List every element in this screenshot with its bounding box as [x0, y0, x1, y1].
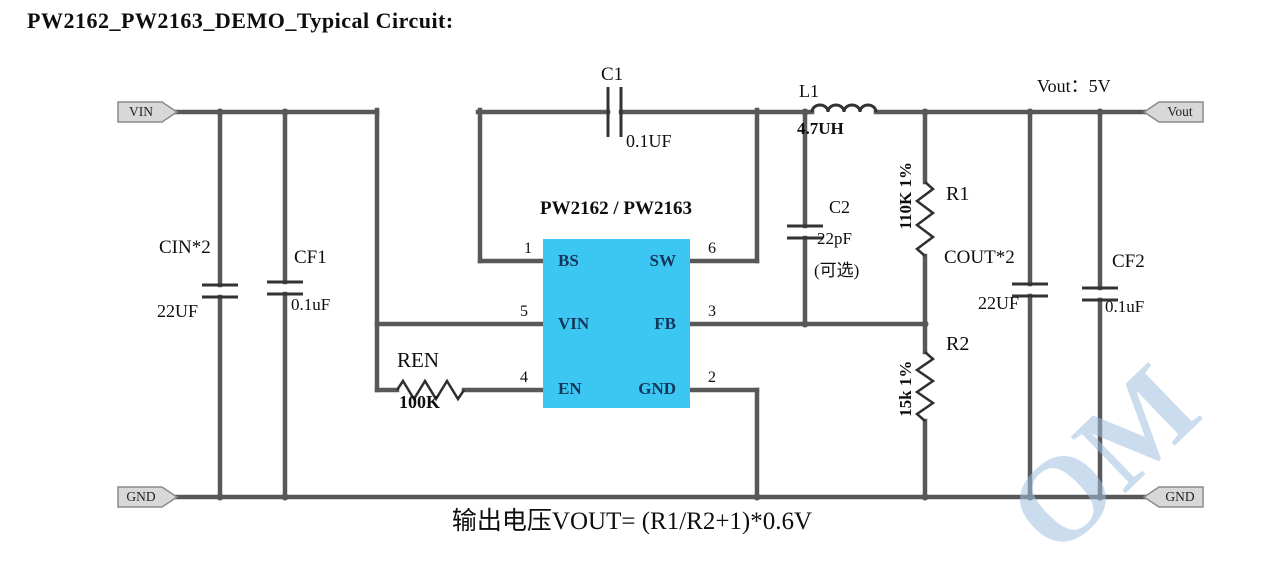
- c2-value: 22pF: [817, 229, 852, 248]
- resistor-r2-symbol: [914, 351, 936, 422]
- junction-dots: [216, 108, 1104, 501]
- port-label-vin: VIN: [129, 104, 153, 119]
- l1-ref: L1: [799, 81, 819, 101]
- ic-pin-number-1: 1: [524, 240, 532, 257]
- cout-value: 22UF: [978, 293, 1020, 313]
- cf2-ref: CF2: [1112, 251, 1145, 272]
- port-flag-gnd-right: [1142, 486, 1204, 508]
- r2-value: 15k 1%: [896, 360, 916, 417]
- wire-vin-net: [171, 107, 546, 393]
- ic-pin-number-3: 3: [708, 303, 716, 320]
- ic-pin-label-gnd: GND: [638, 379, 676, 398]
- r1-value: 110K 1%: [896, 162, 916, 230]
- wire-sw-net: [618, 107, 815, 264]
- cf1-value: 0.1uF: [291, 295, 331, 314]
- capacitor-cf2-symbol: [1082, 286, 1118, 302]
- inductor-l1-symbol: [810, 103, 878, 113]
- cout-ref: COUT*2: [944, 247, 1015, 268]
- ic-pin-label-en: EN: [558, 379, 582, 398]
- wire-bs-net: [475, 107, 611, 264]
- cin-value: 22UF: [157, 301, 199, 321]
- ic-body: [543, 239, 690, 408]
- ic-pin-label-sw: SW: [649, 251, 676, 270]
- cin-ref: CIN*2: [159, 237, 211, 258]
- cf2-value: 0.1uF: [1105, 297, 1145, 316]
- ren-ref: REN: [397, 348, 439, 372]
- port-flag-vin: [117, 101, 179, 123]
- ic-pin-label-fb: FB: [654, 314, 676, 333]
- c1-ref: C1: [601, 64, 624, 85]
- c2-ref: C2: [829, 197, 851, 217]
- ren-value: 100K: [399, 392, 441, 412]
- port-label-gnd-left: GND: [126, 489, 156, 504]
- ic-pin-number-2: 2: [708, 369, 716, 386]
- c1-value: 0.1UF: [626, 131, 672, 151]
- page-title: PW2162_PW2163_DEMO_Typical Circuit:: [27, 8, 454, 33]
- r1-ref: R1: [946, 183, 970, 205]
- ic-pin-number-6: 6: [708, 240, 716, 257]
- cf1-ref: CF1: [294, 247, 327, 268]
- r2-ref: R2: [946, 333, 970, 355]
- capacitor-cout-symbol: [1012, 282, 1048, 298]
- wire-gnd-net: [171, 387, 1151, 500]
- capacitor-cf1-symbol: [267, 280, 303, 296]
- output-formula: 输出电压VOUT= (R1/R2+1)*0.6V: [451, 508, 813, 535]
- l1-value: 4.7UH: [797, 119, 844, 138]
- ic-pin-label-vin: VIN: [558, 314, 590, 333]
- port-flag-gnd-left: [117, 486, 179, 508]
- ic-pin-number-5: 5: [520, 303, 528, 320]
- vout-spec: Vout：5V: [1037, 76, 1111, 96]
- port-flag-vout: [1142, 101, 1204, 123]
- resistor-r1-symbol: [914, 181, 936, 257]
- capacitor-c1-symbol: [606, 87, 623, 137]
- ic-name: PW2162 / PW2163: [540, 198, 692, 219]
- ic-pin-number-4: 4: [520, 369, 528, 386]
- capacitor-cin-symbol: [202, 283, 238, 299]
- port-label-vout: Vout: [1167, 104, 1193, 119]
- port-label-gnd-right: GND: [1165, 489, 1195, 504]
- c2-note: (可选): [814, 261, 860, 280]
- ic-pin-label-bs: BS: [558, 251, 579, 270]
- resistor-ren-symbol: [395, 378, 466, 402]
- capacitor-c2-symbol: [787, 224, 823, 240]
